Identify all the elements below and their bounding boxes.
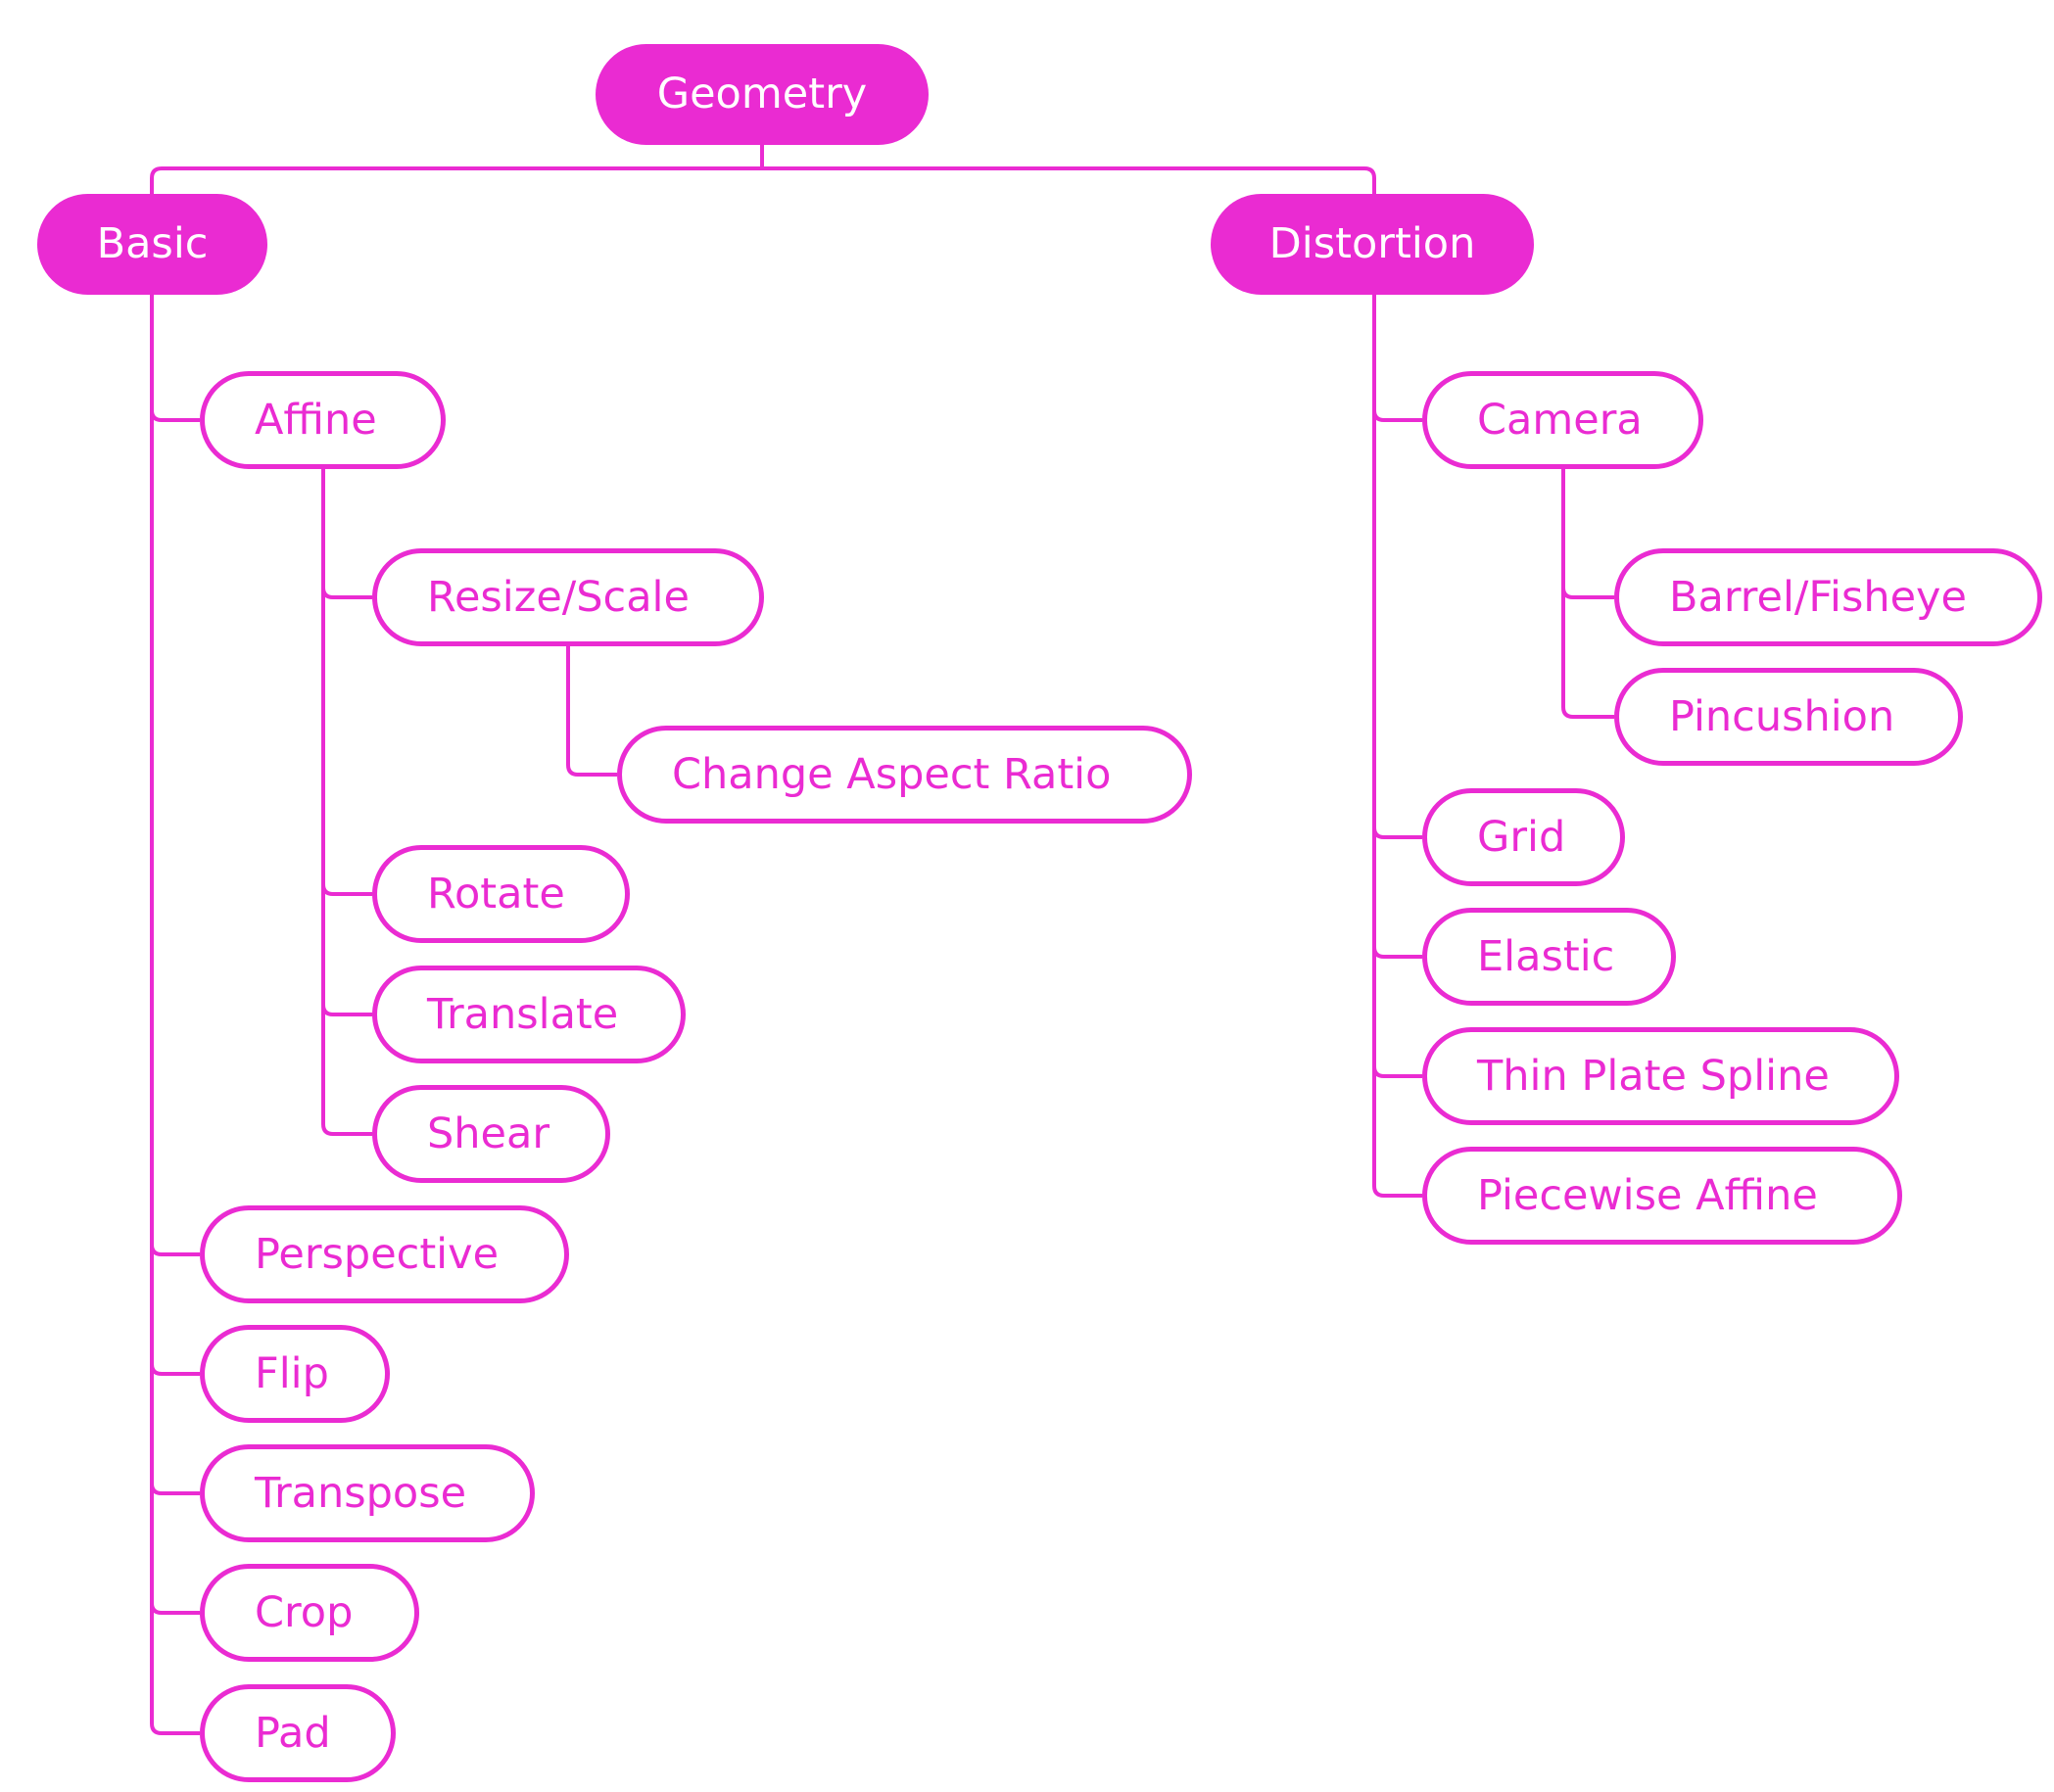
connector-affine-resize — [321, 587, 372, 599]
node-transpose[interactable]: Transpose — [200, 1444, 535, 1542]
connector-distortion-tps — [1372, 1065, 1422, 1078]
connector-camera-barrel — [1561, 587, 1614, 599]
connector-distortion-camera — [1372, 409, 1422, 422]
node-geometry[interactable]: Geometry — [596, 44, 929, 145]
connector-affine-translate — [321, 1004, 372, 1016]
connector-basic-affine — [150, 409, 200, 422]
connector-affine-rotate — [321, 883, 372, 896]
node-elastic[interactable]: Elastic — [1422, 908, 1676, 1006]
node-flip[interactable]: Flip — [200, 1325, 390, 1423]
connector-basic-trunk — [150, 295, 200, 1735]
node-thin-plate-spline[interactable]: Thin Plate Spline — [1422, 1027, 1899, 1125]
node-shear[interactable]: Shear — [372, 1085, 610, 1183]
node-crop[interactable]: Crop — [200, 1564, 419, 1662]
node-perspective[interactable]: Perspective — [200, 1205, 569, 1303]
node-resize-scale[interactable]: Resize/Scale — [372, 548, 764, 646]
connector-affine-trunk — [321, 469, 372, 1136]
connector-root-bar — [150, 166, 1376, 194]
node-distortion[interactable]: Distortion — [1211, 194, 1534, 295]
node-piecewise-affine[interactable]: Piecewise Affine — [1422, 1147, 1902, 1245]
connector-camera-trunk — [1561, 469, 1614, 719]
node-translate[interactable]: Translate — [372, 966, 686, 1063]
node-affine[interactable]: Affine — [200, 371, 446, 469]
node-camera[interactable]: Camera — [1422, 371, 1703, 469]
connector-distortion-trunk — [1372, 295, 1422, 1198]
node-basic[interactable]: Basic — [37, 194, 267, 295]
connector-basic-perspective — [150, 1244, 200, 1256]
node-grid[interactable]: Grid — [1422, 788, 1625, 886]
node-change-aspect-ratio[interactable]: Change Aspect Ratio — [617, 726, 1192, 824]
node-pincushion[interactable]: Pincushion — [1614, 668, 1963, 766]
connector-resize-aspect — [566, 646, 617, 777]
node-pad[interactable]: Pad — [200, 1684, 396, 1782]
node-barrel-fisheye[interactable]: Barrel/Fisheye — [1614, 548, 2042, 646]
connector-basic-crop — [150, 1602, 200, 1615]
connector-basic-transpose — [150, 1483, 200, 1495]
node-rotate[interactable]: Rotate — [372, 845, 630, 943]
connector-distortion-elastic — [1372, 946, 1422, 959]
connector-basic-flip — [150, 1363, 200, 1376]
connector-distortion-grid — [1372, 826, 1422, 839]
